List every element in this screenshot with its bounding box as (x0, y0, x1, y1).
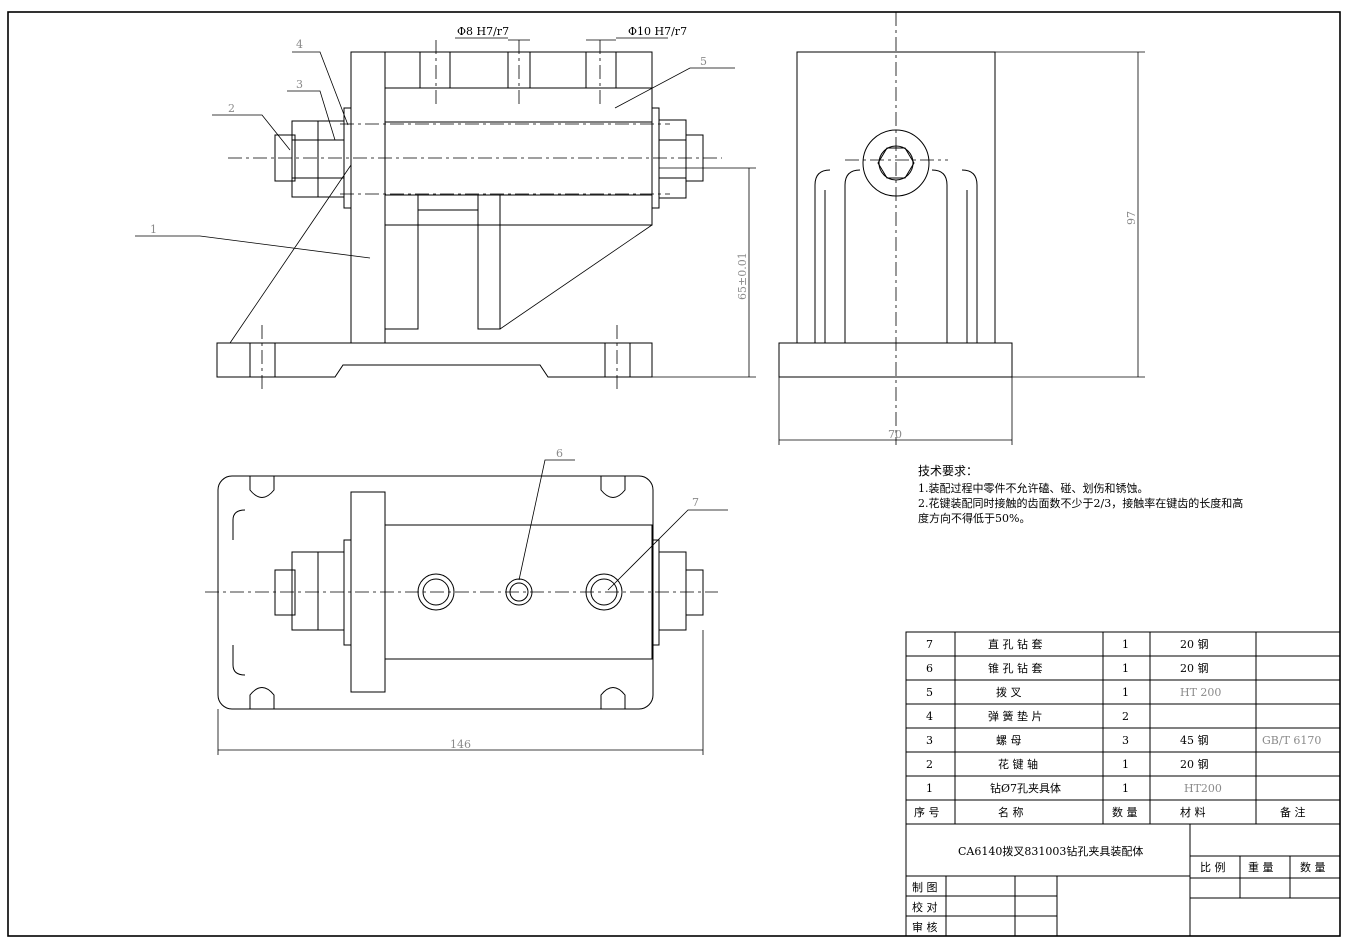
callout-6: 6 (556, 447, 563, 460)
tech-line-2b: 度方向不得低于50%。 (918, 511, 1030, 525)
side-view (778, 12, 1145, 445)
drawing-frame (7, 11, 1341, 937)
title-block: CA6140拨叉831003钻孔夹具装配体 比 例 重 量 数 量 制 图 校 … (906, 824, 1340, 936)
bom-header-name: 名 称 (998, 805, 1024, 819)
bom-header-no: 序 号 (914, 805, 940, 819)
bom-table: 7 直 孔 钻 套 1 20 钢 6 锥 孔 钻 套 1 20 钢 5 拨 叉 … (905, 631, 1341, 937)
drawn-label: 制 图 (912, 881, 938, 894)
bom-header-qty: 数 量 (1112, 806, 1138, 819)
tech-line-1: 1.装配过程中零件不允许磕、碰、划伤和锈蚀。 (918, 481, 1149, 495)
bom-row-6-qty: 1 (1122, 662, 1129, 675)
tech-requirements: 技术要求： 1.装配过程中零件不允许磕、碰、划伤和锈蚀。 2.花键装配同时接触的… (918, 464, 1243, 525)
bom-row-1-qty: 1 (1122, 782, 1129, 795)
bom-row-4-no: 4 (926, 710, 933, 723)
fit-label-right: Φ10 H7/r7 (628, 25, 687, 38)
quantity-label: 数 量 (1300, 861, 1326, 874)
bom-row-3-note: GB/T 6170 (1262, 734, 1321, 747)
bom-row-6-material: 20 钢 (1180, 662, 1209, 675)
bom-header-note: 备 注 (1280, 805, 1306, 819)
bom-row-6-name: 锥 孔 钻 套 (988, 661, 1043, 675)
bom-row-7-qty: 1 (1122, 638, 1129, 651)
bom-row-2-name: 花 键 轴 (998, 757, 1038, 771)
bom-row-5-material: HT 200 (1180, 686, 1221, 699)
callout-7: 7 (692, 496, 699, 509)
tech-heading: 技术要求： (918, 464, 978, 478)
bom-row-3-no: 3 (926, 734, 933, 747)
bom-row-5-name: 拨 叉 (996, 685, 1022, 699)
bom-row-7-name: 直 孔 钻 套 (988, 637, 1043, 651)
bom-row-2-material: 20 钢 (1180, 758, 1209, 771)
tech-line-2a: 2.花键装配同时接触的齿面数不少于2/3，接触率在键齿的长度和高 (918, 496, 1243, 510)
bom-row-1-no: 1 (926, 782, 933, 795)
bom-header-material: 材 料 (1180, 805, 1206, 819)
bom-row-4-name: 弹 簧 垫 片 (988, 709, 1043, 723)
callout-1: 1 (150, 223, 157, 236)
fit-label-left: Φ8 H7/r7 (457, 25, 509, 38)
bom-row-7-material: 20 钢 (1180, 638, 1209, 651)
approved-label: 审 核 (912, 920, 938, 934)
checked-label: 校 对 (912, 900, 938, 914)
bom-row-3-material: 45 钢 (1180, 734, 1209, 747)
dimension-labels: Φ8 H7/r7 Φ10 H7/r7 1 2 3 4 5 6 7 65±0.01… (150, 25, 1138, 751)
callout-3: 3 (296, 78, 303, 91)
scale-label: 比 例 (1200, 860, 1226, 874)
callout-4: 4 (296, 38, 303, 51)
weight-label: 重 量 (1248, 860, 1274, 874)
bom-row-6-no: 6 (926, 662, 933, 675)
bom-row-2-qty: 1 (1122, 758, 1129, 771)
dim-height-97: 97 (1125, 211, 1138, 225)
dim-height-65: 65±0.01 (736, 252, 749, 300)
callout-2: 2 (228, 102, 235, 115)
dim-length-146: 146 (450, 738, 471, 751)
bom-row-7-no: 7 (926, 638, 933, 651)
dim-width-70: 70 (888, 428, 902, 441)
plan-view (205, 459, 728, 755)
drawing-title: CA6140拨叉831003钻孔夹具装配体 (958, 844, 1143, 858)
bom-row-4-qty: 2 (1122, 710, 1129, 723)
callout-5: 5 (700, 55, 707, 68)
bom-row-3-name: 螺 母 (996, 734, 1022, 747)
bom-row-2-no: 2 (926, 758, 933, 771)
bom-row-5-qty: 1 (1122, 686, 1129, 699)
bom-row-1-material: HT200 (1184, 782, 1222, 795)
bom-row-5-no: 5 (926, 686, 933, 699)
bom-row-1-name: 钻Ø7孔夹具体 (990, 781, 1061, 795)
front-section-view (135, 37, 756, 392)
bom-row-3-qty: 3 (1122, 734, 1129, 747)
